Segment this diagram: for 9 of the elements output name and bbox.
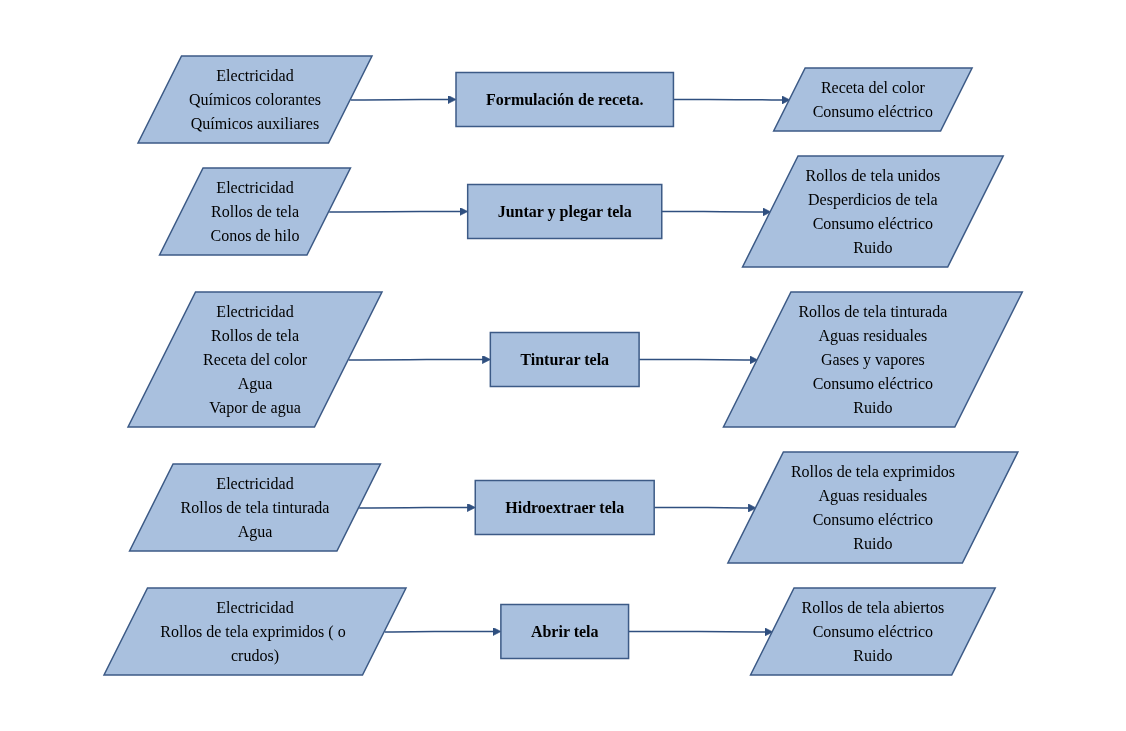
arrow <box>358 503 476 512</box>
arrow <box>328 207 468 216</box>
node-box: Hidroextraer tela <box>474 479 655 536</box>
node-box: Abrir tela <box>499 603 630 660</box>
node-box: Formulación de receta. <box>455 71 675 128</box>
arrow <box>638 355 758 365</box>
node-box: Juntar y plegar tela <box>466 183 663 240</box>
node-box: Tinturar tela <box>489 331 640 388</box>
arrow <box>347 355 491 364</box>
